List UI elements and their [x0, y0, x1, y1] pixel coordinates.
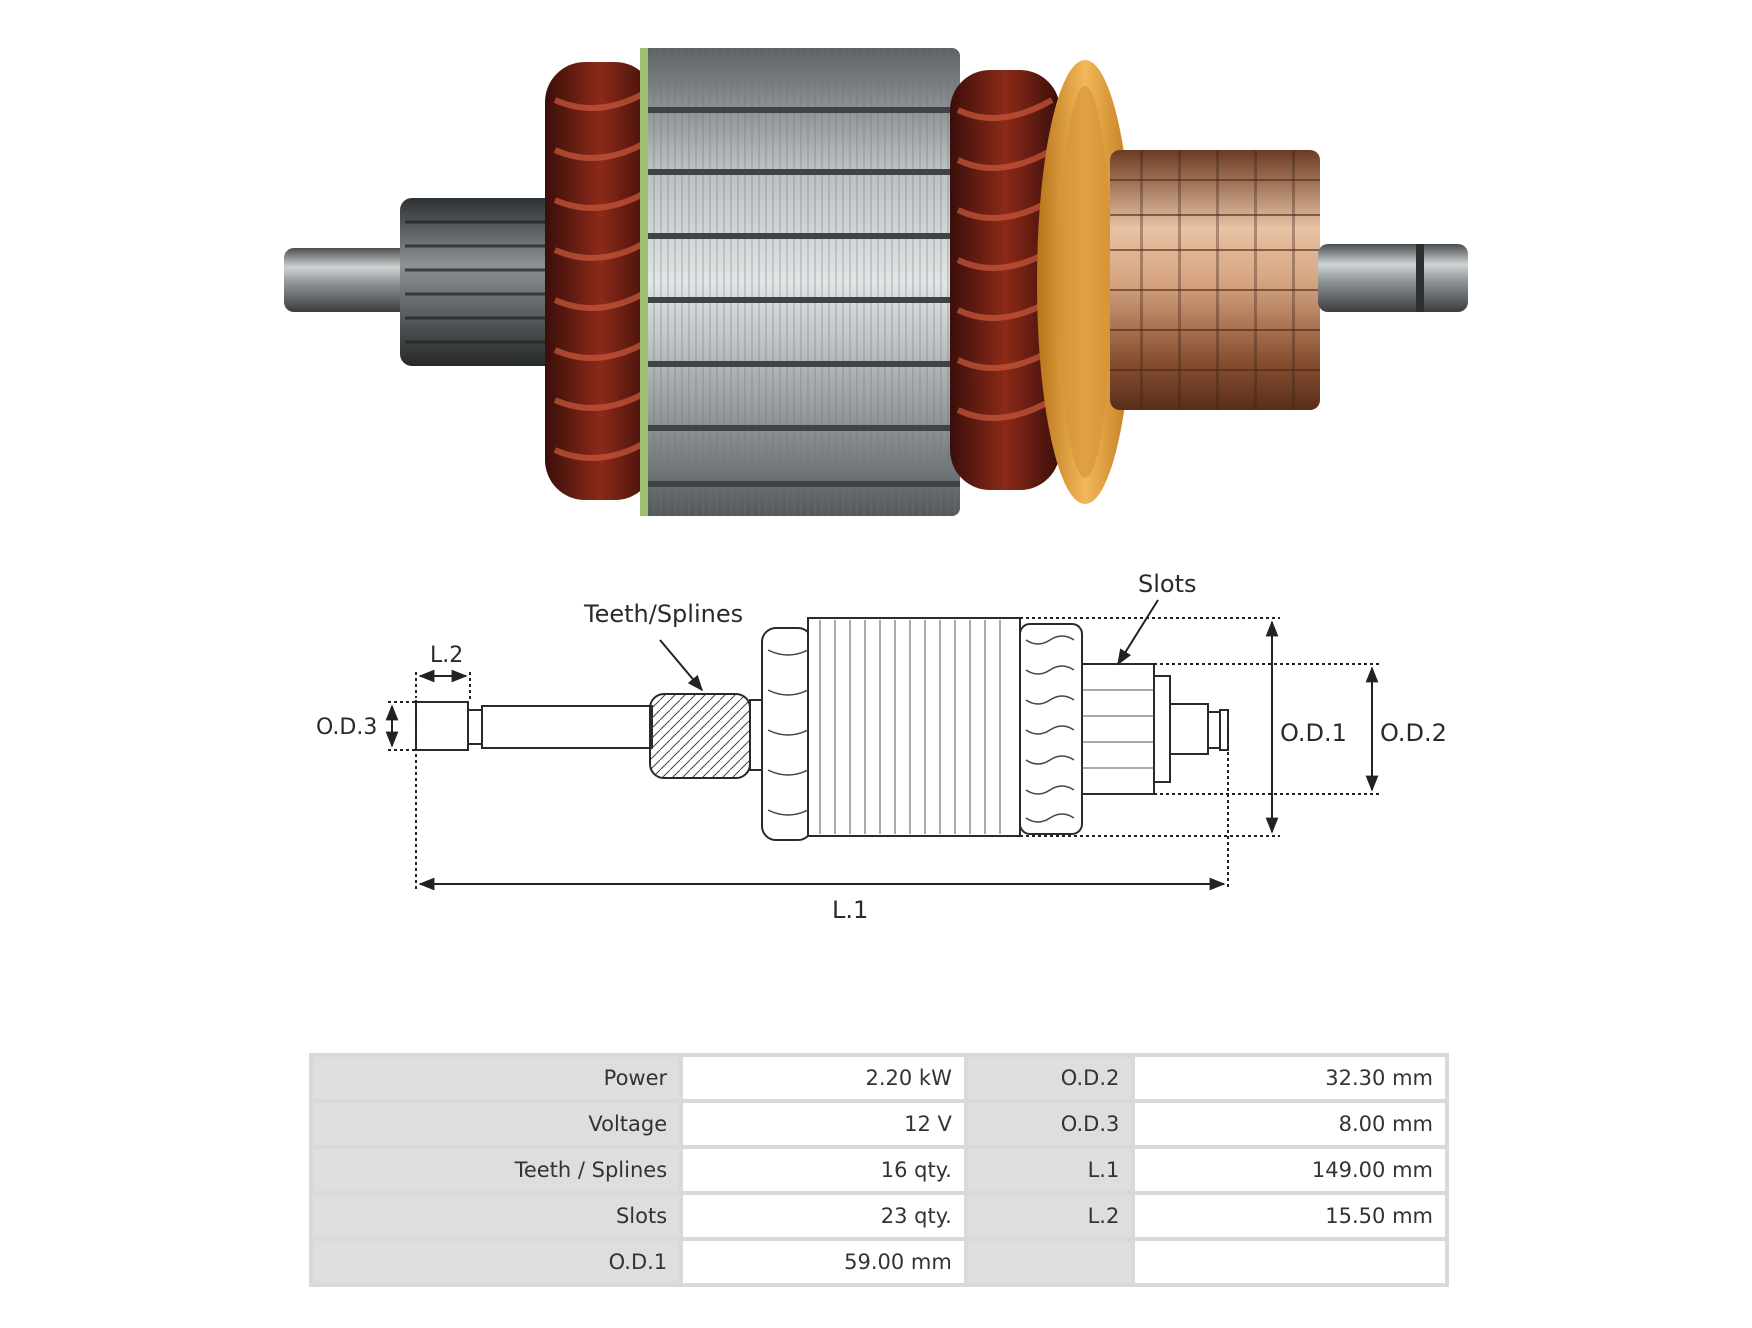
- label-teeth-splines: Teeth/Splines: [583, 600, 743, 628]
- spec-value: 12 V: [683, 1103, 964, 1145]
- spec-value: 16 qty.: [683, 1149, 964, 1191]
- spec-label-empty: [967, 1241, 1132, 1283]
- right-windings: [950, 70, 1060, 490]
- label-od2: O.D.2: [1380, 719, 1447, 747]
- table-row: Voltage 12 V O.D.3 8.00 mm: [313, 1103, 1445, 1145]
- spec-label: Voltage: [313, 1103, 680, 1145]
- spec-value-empty: [1135, 1241, 1445, 1283]
- spec-label: L.1: [967, 1149, 1132, 1191]
- spec-label: Teeth / Splines: [313, 1149, 680, 1191]
- splines: [649, 693, 751, 779]
- shaft: [481, 705, 653, 749]
- armature-photo: [284, 48, 1468, 516]
- spec-value: 2.20 kW: [683, 1057, 964, 1099]
- table-row: Teeth / Splines 16 qty. L.1 149.00 mm: [313, 1149, 1445, 1191]
- label-od3: O.D.3: [316, 715, 377, 740]
- core: [807, 617, 1021, 837]
- pinion-gear: [400, 198, 560, 366]
- spec-label: O.D.1: [313, 1241, 680, 1283]
- label-l2: L.2: [430, 643, 463, 668]
- label-od1: O.D.1: [1280, 719, 1347, 747]
- left-shaft: [284, 248, 424, 312]
- spec-value: 8.00 mm: [1135, 1103, 1445, 1145]
- table-row: Power 2.20 kW O.D.2 32.30 mm: [313, 1057, 1445, 1099]
- spec-label: O.D.3: [967, 1103, 1132, 1145]
- label-l1: L.1: [832, 896, 868, 924]
- spec-table: Power 2.20 kW O.D.2 32.30 mm Voltage 12 …: [309, 1053, 1449, 1287]
- spec-label: Power: [313, 1057, 680, 1099]
- commutator-outline: [1081, 663, 1155, 795]
- spec-value: 149.00 mm: [1135, 1149, 1445, 1191]
- dimension-diagram: Slots Teeth/Splines L.2 O.D.3 O.D.1 O.D.…: [316, 570, 1447, 924]
- spec-value: 32.30 mm: [1135, 1057, 1445, 1099]
- slots-leader-line: [1117, 599, 1159, 666]
- spec-value: 15.50 mm: [1135, 1195, 1445, 1237]
- spec-label: O.D.2: [967, 1057, 1132, 1099]
- label-slots: Slots: [1138, 570, 1197, 598]
- spec-label: Slots: [313, 1195, 680, 1237]
- table-row: O.D.1 59.00 mm: [313, 1241, 1445, 1283]
- shaft-end: [415, 701, 469, 751]
- left-windings: [545, 62, 655, 500]
- spec-label: L.2: [967, 1195, 1132, 1237]
- table-row: Slots 23 qty. L.2 15.50 mm: [313, 1195, 1445, 1237]
- spec-value: 23 qty.: [683, 1195, 964, 1237]
- right-shaft: [1318, 244, 1468, 312]
- spec-value: 59.00 mm: [683, 1241, 964, 1283]
- teeth-leader-line: [659, 639, 704, 692]
